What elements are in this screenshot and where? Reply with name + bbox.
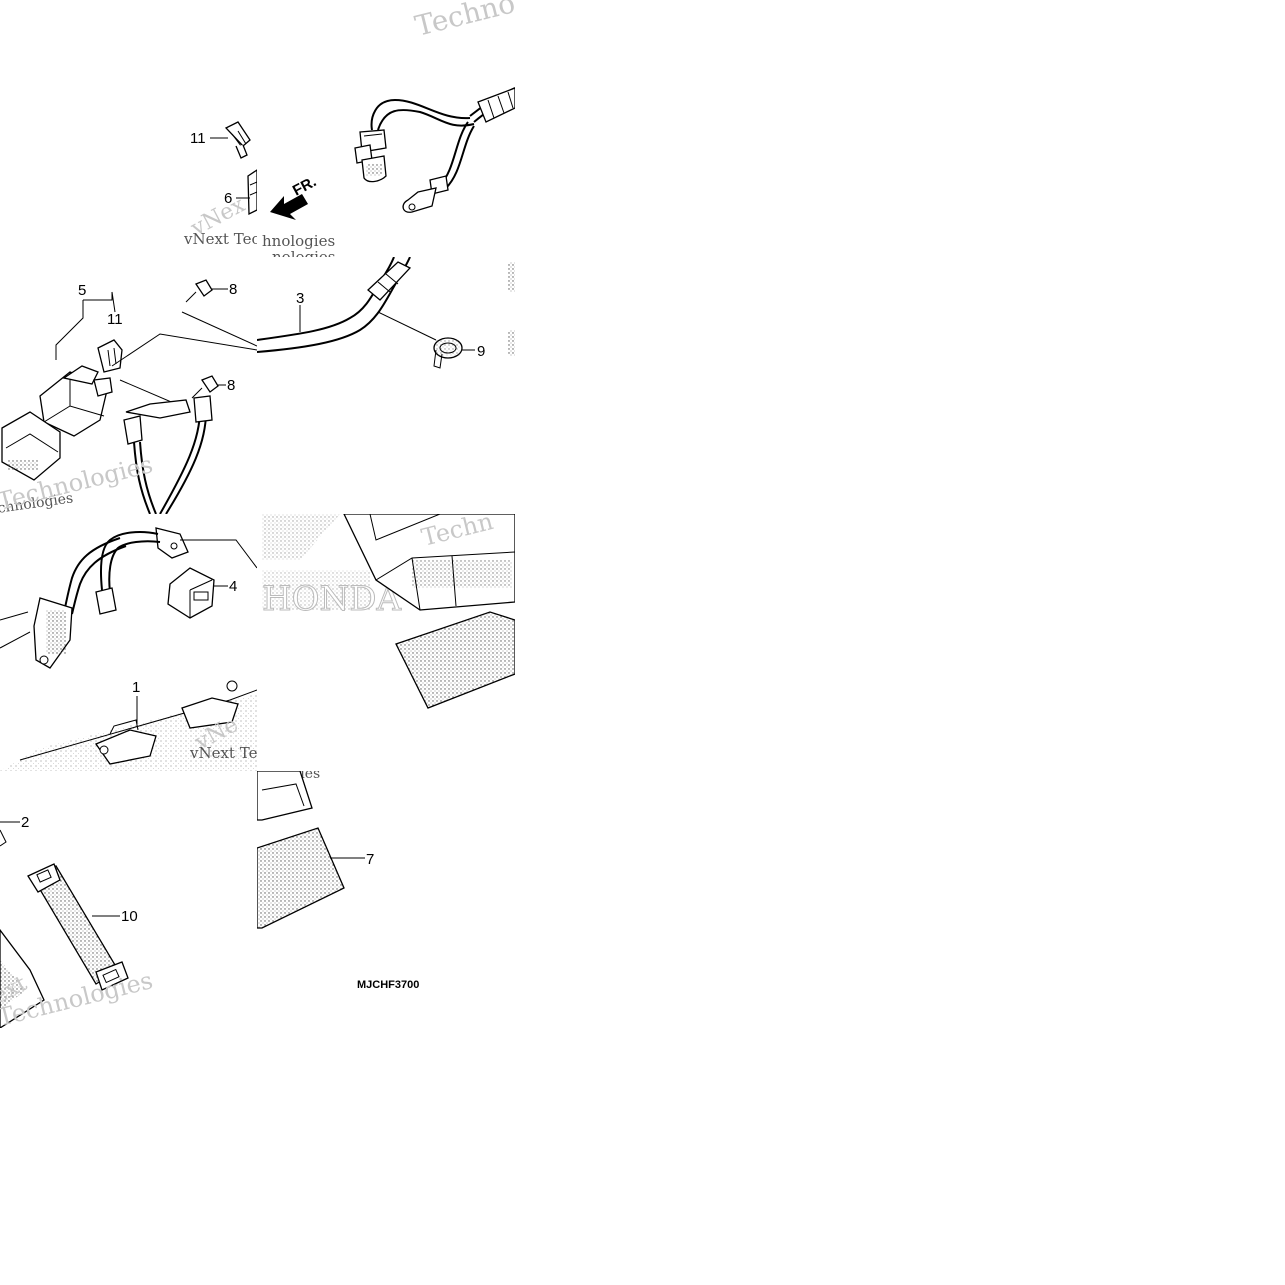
logo-lettering: HONDA — [262, 579, 402, 619]
bolt-part-2 — [191, 375, 219, 399]
watermark-vnext-b: vNext Tec — [189, 744, 266, 762]
watermark-techno-a: Techno — [412, 0, 519, 43]
callout-7: 7 — [366, 851, 374, 868]
battery-box-part — [343, 514, 515, 611]
tile-lower-left: 4 1 vNext Tec vNe — [0, 527, 266, 771]
callout-2: 2 — [21, 814, 29, 831]
terminal-cable-part — [0, 527, 189, 669]
callout-6: 6 — [224, 190, 232, 207]
harness-main-part — [257, 257, 412, 353]
watermark-vnext-a-cont: hnologies — [262, 232, 335, 250]
callout-5: 5 — [78, 282, 86, 299]
fuse-part-mid — [97, 339, 123, 373]
battery-part — [0, 680, 257, 771]
callout-1: 1 — [132, 679, 140, 696]
tile-bottom-left: 2 10 ext Technologies — [0, 814, 156, 1028]
callout-11-top: 11 — [190, 130, 206, 147]
tile-top-left: 11 6 vNext Tec vNex — [183, 121, 260, 248]
item-4-part — [167, 567, 215, 619]
relay-cover-part — [1, 411, 61, 481]
bolt-part-1 — [185, 279, 213, 303]
fuse-part — [224, 121, 251, 159]
clamp-part — [433, 337, 463, 369]
watermark-nologies-a: nologies — [272, 248, 336, 266]
tile-mid-left: 5 11 8 — [0, 279, 257, 514]
battery-box-lower-part — [257, 771, 313, 821]
pad-part-upper — [395, 611, 515, 709]
tile-lower-right: HONDA Techn — [262, 514, 515, 709]
callout-8-top: 8 — [229, 281, 237, 298]
callout-3: 3 — [296, 290, 304, 307]
harness-top — [354, 87, 515, 213]
drawing-code: MJCHF3700 — [357, 979, 419, 991]
pad-part — [257, 827, 345, 929]
tile-mid-right: 3 9 — [257, 257, 515, 369]
direction-label: FR. — [290, 173, 319, 199]
callout-8-mid: 8 — [227, 377, 235, 394]
fr-arrow-icon: FR. — [270, 173, 319, 220]
battery-body-part — [0, 928, 45, 1028]
callout-9: 9 — [477, 343, 485, 360]
callout-4: 4 — [229, 578, 237, 595]
item-6-part — [247, 169, 257, 216]
battery-strap-part — [27, 863, 129, 991]
watermark-vnext-a: vNext Tec — [183, 230, 260, 248]
callout-11-mid: 11 — [107, 311, 123, 328]
callout-10: 10 — [121, 908, 138, 925]
logo-watermark: HONDA — [262, 514, 402, 620]
tile-bottom-right: ologies 7 MJCHF3700 — [257, 771, 419, 991]
ground-cable-part — [123, 395, 213, 514]
tile-top-right: Techno FR. hnologies nologies — [262, 0, 519, 266]
